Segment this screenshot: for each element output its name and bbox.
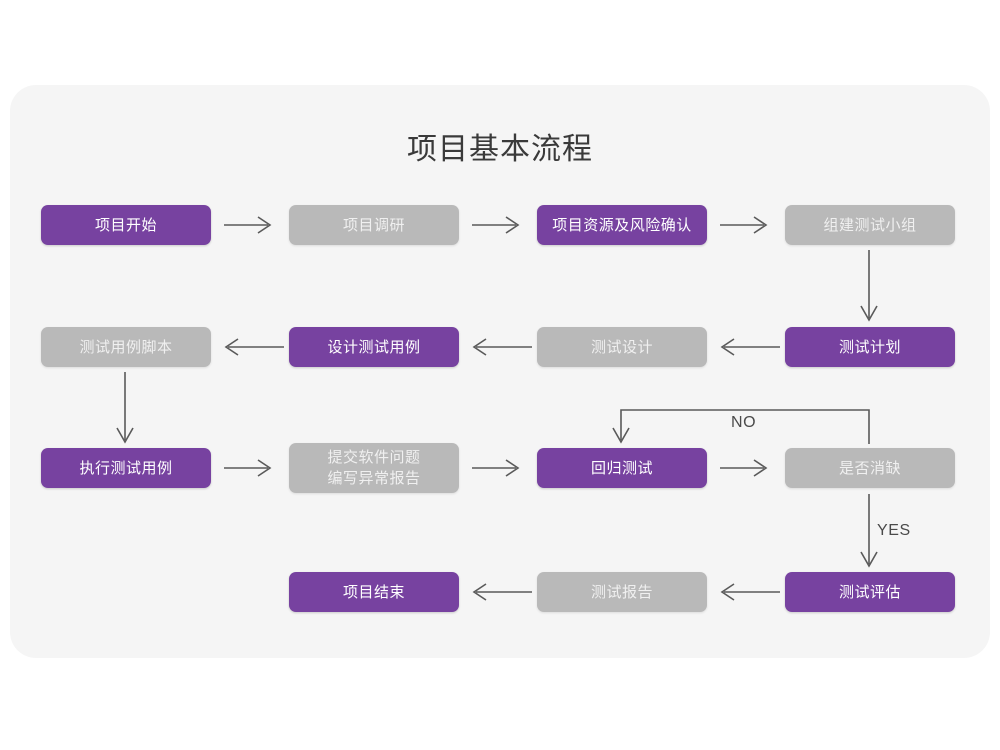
node-test-report[interactable]: 测试报告 <box>537 572 707 612</box>
page-title: 项目基本流程 <box>407 133 593 166</box>
node-test-case-script[interactable]: 测试用例脚本 <box>41 327 211 367</box>
edge-label-no: NO <box>731 414 757 431</box>
node-submit-issue-write-report[interactable]: 提交软件问题 编写异常报告 <box>289 443 459 493</box>
node-project-start[interactable]: 项目开始 <box>41 205 211 245</box>
edge-label-yes: YES <box>877 522 911 539</box>
node-project-end[interactable]: 项目结束 <box>289 572 459 612</box>
node-defect-cleared-decision[interactable]: 是否消缺 <box>785 448 955 488</box>
node-design-test-case[interactable]: 设计测试用例 <box>289 327 459 367</box>
node-test-evaluation[interactable]: 测试评估 <box>785 572 955 612</box>
flowchart-card <box>10 85 990 658</box>
node-regression-test[interactable]: 回归测试 <box>537 448 707 488</box>
node-test-design[interactable]: 测试设计 <box>537 327 707 367</box>
node-resource-risk-confirm[interactable]: 项目资源及风险确认 <box>537 205 707 245</box>
node-test-plan[interactable]: 测试计划 <box>785 327 955 367</box>
node-project-research[interactable]: 项目调研 <box>289 205 459 245</box>
node-execute-test-case[interactable]: 执行测试用例 <box>41 448 211 488</box>
node-build-test-team[interactable]: 组建测试小组 <box>785 205 955 245</box>
